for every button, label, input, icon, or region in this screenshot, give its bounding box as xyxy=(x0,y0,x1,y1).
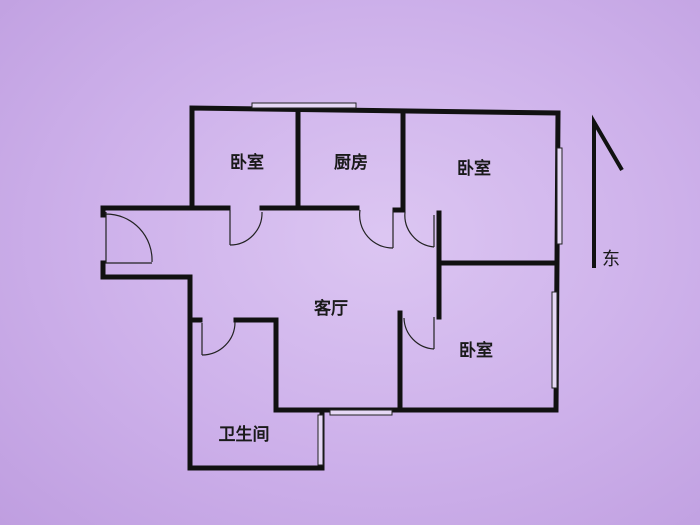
room-label-bathroom: 卫生间 xyxy=(219,424,270,445)
entrance-door xyxy=(105,212,153,264)
room-label-kitchen: 厨房 xyxy=(334,152,368,173)
room-label-bedroom-2: 卧室 xyxy=(457,158,491,179)
kitchen-door xyxy=(359,209,394,249)
bedroom1-door xyxy=(229,210,263,246)
compass-label: 东 xyxy=(602,249,620,270)
window-top xyxy=(251,102,357,109)
walls xyxy=(100,105,561,471)
window-bottom xyxy=(329,409,393,416)
windows xyxy=(251,102,563,466)
bathroom-door xyxy=(201,321,236,356)
doors xyxy=(105,209,435,356)
bedroom3-door xyxy=(403,317,435,350)
arrow-icon xyxy=(592,114,624,268)
window-right-lower xyxy=(551,291,558,389)
window-right-upper xyxy=(556,147,563,245)
window-bathroom xyxy=(317,414,324,466)
room-label-living-room: 客厅 xyxy=(313,298,348,319)
bedroom2-door xyxy=(404,211,435,248)
compass: 东 xyxy=(592,114,624,270)
room-label-bedroom-3: 卧室 xyxy=(459,340,493,361)
room-label-bedroom-1: 卧室 xyxy=(230,152,264,173)
